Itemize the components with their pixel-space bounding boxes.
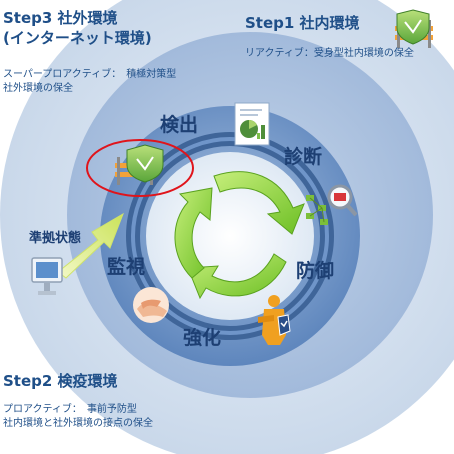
compliance-arrow-icon <box>57 212 124 279</box>
step2-description-line1: プロアクティブ： 事前予防型 <box>3 404 137 415</box>
step2-description-line2: 社内環境と社外環境の接点の保全 <box>3 418 153 429</box>
phase-label-monitor: 監視 <box>107 256 146 278</box>
guard-person-icon <box>258 295 291 345</box>
step3-description-line1: スーパープロアクティブ： 積極対策型 <box>3 69 177 80</box>
compliance-label: 準拠状態 <box>29 231 82 246</box>
phase-label-diagnose: 診断 <box>284 146 323 168</box>
handshake-icon <box>133 287 169 323</box>
computer-monitor-icon <box>31 257 63 295</box>
barrier-shield-icon <box>395 9 433 48</box>
phase-label-detect: 検出 <box>160 114 199 136</box>
step3-description-line2: 社外環境の保全 <box>3 83 73 94</box>
phase-label-defend: 防御 <box>296 260 335 282</box>
step3-title: Step3 社外環境 <box>3 9 118 27</box>
phase-label-strengthen: 強化 <box>183 327 222 349</box>
cycle-track-highlight <box>131 137 329 335</box>
network-magnifier-icon <box>306 184 358 225</box>
step1-description: リアクティブ：受身型社内環境の保全 <box>245 48 414 59</box>
report-chart-icon <box>234 102 270 146</box>
step3-highlight-ring <box>86 139 194 197</box>
cycle-arrows-icon <box>174 171 305 300</box>
step3-subtitle: (インターネット環境) <box>3 29 152 47</box>
step2-title: Step2 検疫環境 <box>3 372 118 390</box>
barrier-shield-icon <box>115 144 164 185</box>
step1-title: Step1 社内環境 <box>245 14 360 32</box>
